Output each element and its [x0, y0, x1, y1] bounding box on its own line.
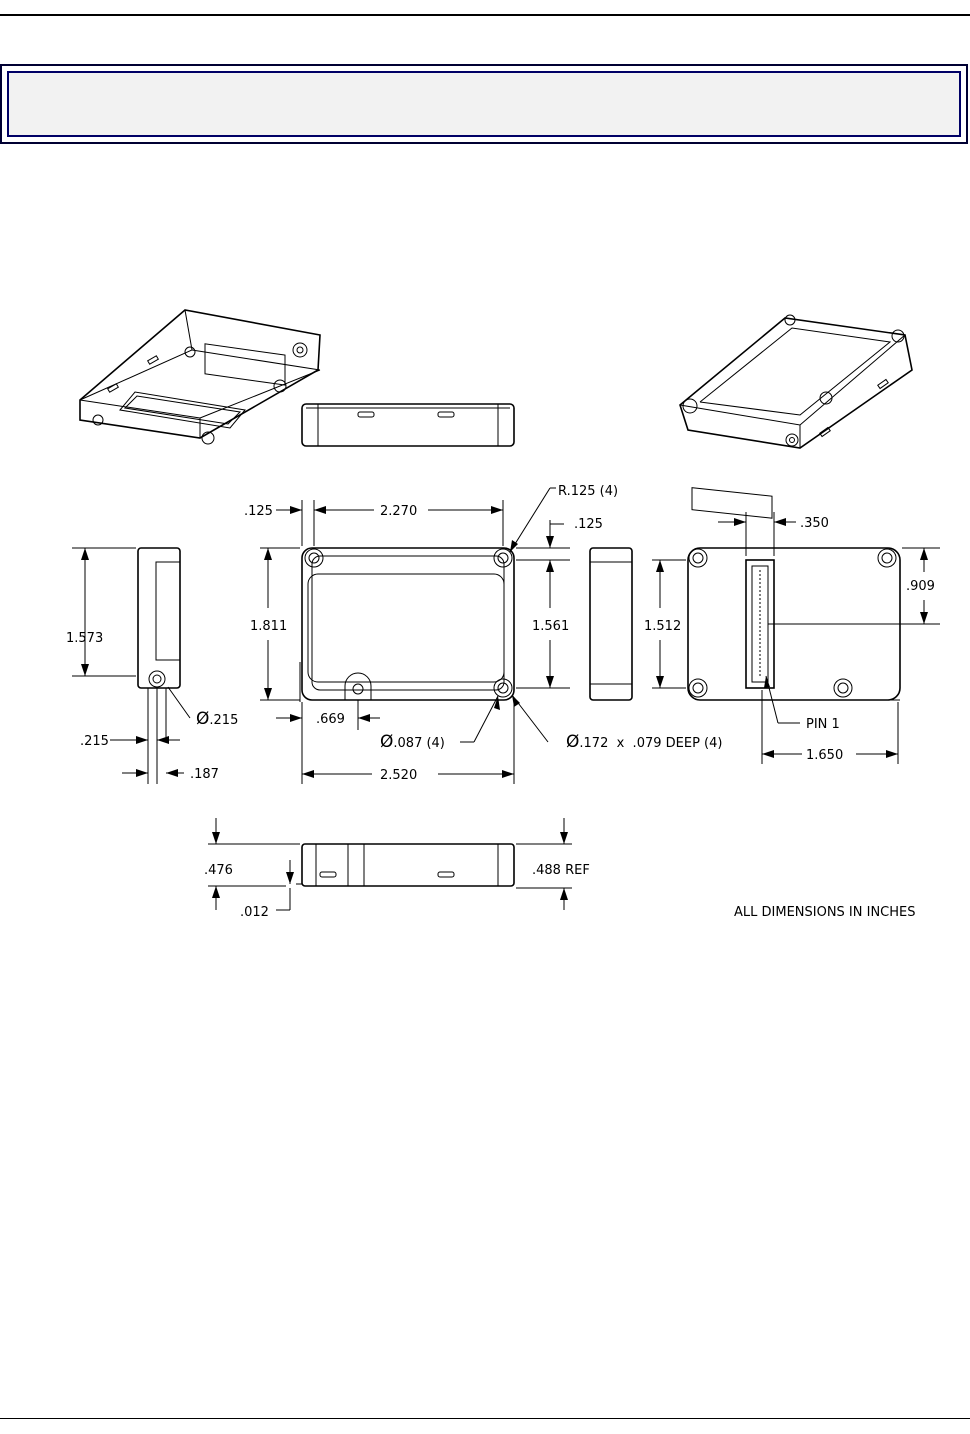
dim-side-hole-position: .187 [190, 767, 219, 782]
dim-overall-width: 2.520 [380, 768, 417, 783]
dim-front-ref-height: .488 REF [532, 863, 590, 878]
dim-hole-spacing-width: 2.270 [380, 504, 417, 519]
header-rule [0, 14, 970, 16]
units-note: ALL DIMENSIONS IN INCHES [734, 905, 916, 920]
dim-top-right-margin: .125 [574, 517, 603, 532]
isometric-top-view [680, 315, 912, 518]
right-side-view [590, 548, 632, 700]
dim-top-left-margin: .125 [244, 504, 273, 519]
dim-hole-spacing-height: 1.561 [532, 619, 569, 634]
dim-front-offset: .012 [240, 905, 269, 920]
dim-overall-height: 1.811 [250, 619, 287, 634]
dim-side-hole-diameter: Ø.215 [196, 709, 238, 729]
diameter-symbol: Ø [380, 732, 393, 752]
front-view-bottom [208, 818, 572, 910]
front-view-top [302, 404, 514, 446]
mechanical-drawing: .125 2.270 R.125 (4) .125 .350 1.573 1.8… [0, 290, 970, 930]
dim-connector-offset: .350 [800, 516, 829, 531]
dim-side-width: .215 [80, 734, 109, 749]
dim-mount-hole: Ø.087 (4) [380, 732, 445, 752]
footer-rule [0, 1418, 970, 1419]
dim-bottom-hole-offset: .669 [316, 712, 345, 727]
diameter-symbol: Ø [566, 732, 579, 752]
section-banner-fill [7, 71, 961, 137]
dim-counterbore: Ø.172 x .079 DEEP (4) [566, 732, 722, 752]
connector-view [652, 512, 940, 764]
isometric-bottom-view [80, 310, 320, 444]
dim-connector-width: 1.650 [806, 748, 843, 763]
dim-side-height: 1.573 [66, 631, 103, 646]
section-banner [0, 64, 968, 144]
dim-corner-radius: R.125 (4) [558, 484, 618, 499]
dim-pin-offset: .909 [906, 579, 935, 594]
pin-1-label: PIN 1 [806, 717, 840, 732]
dim-front-height: .476 [204, 863, 233, 878]
dim-bottom-height: 1.512 [644, 619, 681, 634]
diameter-symbol: Ø [196, 709, 209, 729]
